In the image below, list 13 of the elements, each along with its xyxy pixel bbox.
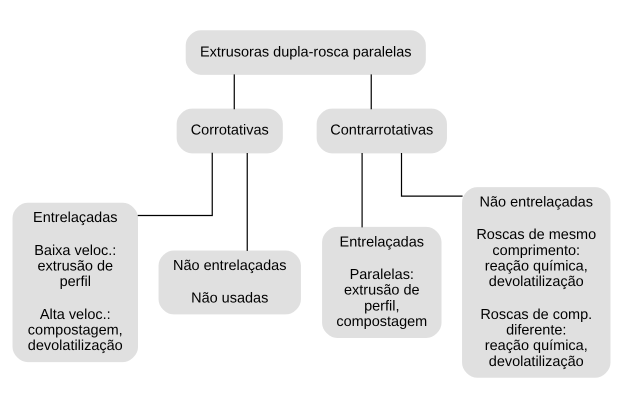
connector	[400, 153, 463, 197]
node-box: Contrarrotativas	[316, 108, 447, 154]
connector	[370, 74, 372, 110]
node-box: Entrelaçadas Paralelas: extrusão de perfil, compostagem	[322, 226, 442, 338]
node-box: Não entrelaçadas Não usadas	[158, 250, 301, 314]
node-box: Não entrelaçadas Roscas de mesmo comprimento: reação química, devolatilização Roscas de comp. diferente: reação química, devolatilização	[462, 187, 610, 378]
connector	[234, 74, 235, 110]
node-box: Corrotativas	[176, 108, 283, 154]
connector	[361, 153, 363, 228]
connector	[246, 153, 248, 251]
node-box: Extrusoras dupla-rosca paralelas	[186, 30, 426, 75]
node-box: Entrelaçadas Baixa veloc.: extrusão de perfil Alta veloc.: compostagem, devolatilização	[12, 202, 138, 362]
connector	[138, 152, 213, 216]
